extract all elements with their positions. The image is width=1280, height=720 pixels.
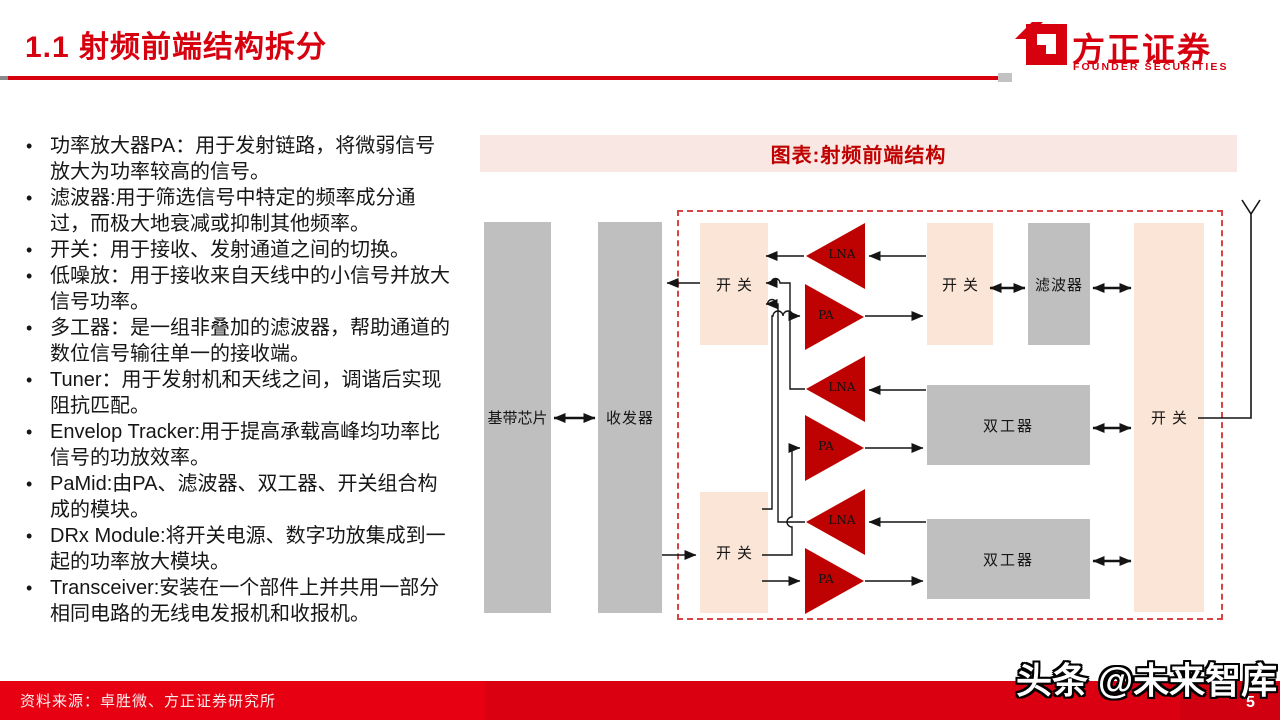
lna-label-1: LNA bbox=[828, 247, 856, 261]
title-underline-cap-left bbox=[0, 76, 8, 80]
filter-label: 滤波器 bbox=[1034, 275, 1083, 294]
bullet-item: Transceiver:安装在一个部件上并共用一部分相同电路的无线电发报机和收报… bbox=[22, 575, 450, 627]
baseband-chip-label: 基带芯片 bbox=[487, 409, 548, 427]
footer-bar-segment bbox=[485, 681, 1180, 720]
founder-logo-icon bbox=[1015, 22, 1067, 65]
source-text: 资料来源：卓胜微、方正证券研究所 bbox=[20, 693, 277, 710]
bullet-list: 功率放大器PA：用于发射链路，将微弱信号放大为功率较高的信号。 滤波器:用于筛选… bbox=[22, 133, 450, 627]
duplexer-label: 双工器 bbox=[982, 416, 1034, 435]
page-number: 5 bbox=[1246, 694, 1255, 711]
bullet-item: 滤波器:用于筛选信号中特定的频率成分通过，而极大地衰减或抑制其他频率。 bbox=[22, 185, 450, 237]
switch-label: 开关 bbox=[1150, 409, 1193, 427]
bullet-item: Envelop Tracker:用于提高承载高峰均功率比信号的功放效率。 bbox=[22, 419, 450, 471]
title-underline-cap-right bbox=[998, 73, 1012, 82]
watermark: 头条 @未来智库 bbox=[1016, 660, 1278, 701]
lna-label-2: LNA bbox=[828, 380, 856, 394]
logo-name-cn: 方正证券 bbox=[1072, 31, 1212, 68]
bullet-item: DRx Module:将开关电源、数字功放集成到一起的功率放大模块。 bbox=[22, 523, 450, 575]
baseband-chip-block: 基带芯片 bbox=[484, 222, 551, 613]
switch-label: 开关 bbox=[715, 275, 758, 294]
lna-label-3: LNA bbox=[828, 513, 856, 527]
transceiver-label: 收发器 bbox=[605, 409, 654, 427]
bullet-item: 低噪放：用于接收来自天线中的小信号并放大信号功率。 bbox=[22, 263, 450, 315]
bullet-item: Tuner：用于发射机和天线之间，调谐后实现阻抗匹配。 bbox=[22, 367, 450, 419]
footer-bar-segment bbox=[1180, 681, 1280, 720]
switch-block-3: 开关 bbox=[927, 223, 993, 345]
transceiver-block: 收发器 bbox=[598, 222, 662, 613]
bullet-item: 开关：用于接收、发射通道之间的切换。 bbox=[22, 237, 450, 263]
figure-title: 图表:射频前端结构 bbox=[770, 145, 947, 167]
duplexer-block-2: 双工器 bbox=[927, 519, 1090, 599]
duplexer-block-1: 双工器 bbox=[927, 385, 1090, 465]
switch-block-2: 开关 bbox=[700, 492, 768, 613]
pa-label-2: PA bbox=[818, 439, 834, 453]
logo-name-en: FOUNDER SECURITIES bbox=[1073, 61, 1229, 73]
bullet-item: 功率放大器PA：用于发射链路，将微弱信号放大为功率较高的信号。 bbox=[22, 133, 450, 185]
footer-bar bbox=[0, 681, 1280, 720]
pa-label-3: PA bbox=[818, 572, 834, 586]
switch-label: 开关 bbox=[941, 275, 984, 294]
filter-block: 滤波器 bbox=[1028, 223, 1090, 345]
duplexer-label: 双工器 bbox=[982, 550, 1034, 569]
figure-title-bar: 图表:射频前端结构 bbox=[480, 135, 1237, 172]
bullet-item: 多工器：是一组非叠加的滤波器，帮助通道的数位信号输往单一的接收端。 bbox=[22, 315, 450, 367]
switch-block-1: 开关 bbox=[700, 223, 768, 345]
pa-label-1: PA bbox=[818, 308, 834, 322]
page-title: 1.1 射频前端结构拆分 bbox=[25, 31, 328, 64]
title-underline bbox=[8, 76, 998, 80]
switch-label: 开关 bbox=[715, 544, 758, 562]
antenna-switch-block: 开关 bbox=[1134, 223, 1204, 612]
bullet-item: PaMid:由PA、滤波器、双工器、开关组合构成的模块。 bbox=[22, 471, 450, 523]
